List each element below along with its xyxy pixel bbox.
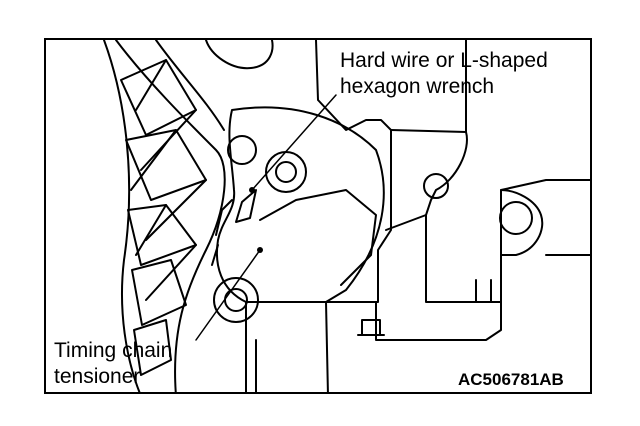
- engine-block: [245, 40, 590, 392]
- chain-sprocket: [103, 40, 274, 392]
- illustration-frame: Hard wire or L-shaped hexagon wrench Tim…: [44, 38, 592, 394]
- callout-wrench-line1: Hard wire or L-shaped: [340, 49, 548, 72]
- callout-tensioner: Timing chain tensioner: [54, 338, 172, 390]
- leader-lines: [195, 94, 337, 341]
- callout-tensioner-line1: Timing chain: [54, 339, 173, 362]
- engine-illustration: [103, 40, 590, 392]
- tensioner-body: [211, 106, 385, 323]
- callout-tensioner-line2: tensioner: [54, 365, 141, 388]
- figure-code: AC506781AB: [458, 370, 564, 389]
- callout-wrench: Hard wire or L-shaped hexagon wrench: [340, 48, 548, 100]
- callout-wrench-line2: hexagon wrench: [340, 75, 495, 98]
